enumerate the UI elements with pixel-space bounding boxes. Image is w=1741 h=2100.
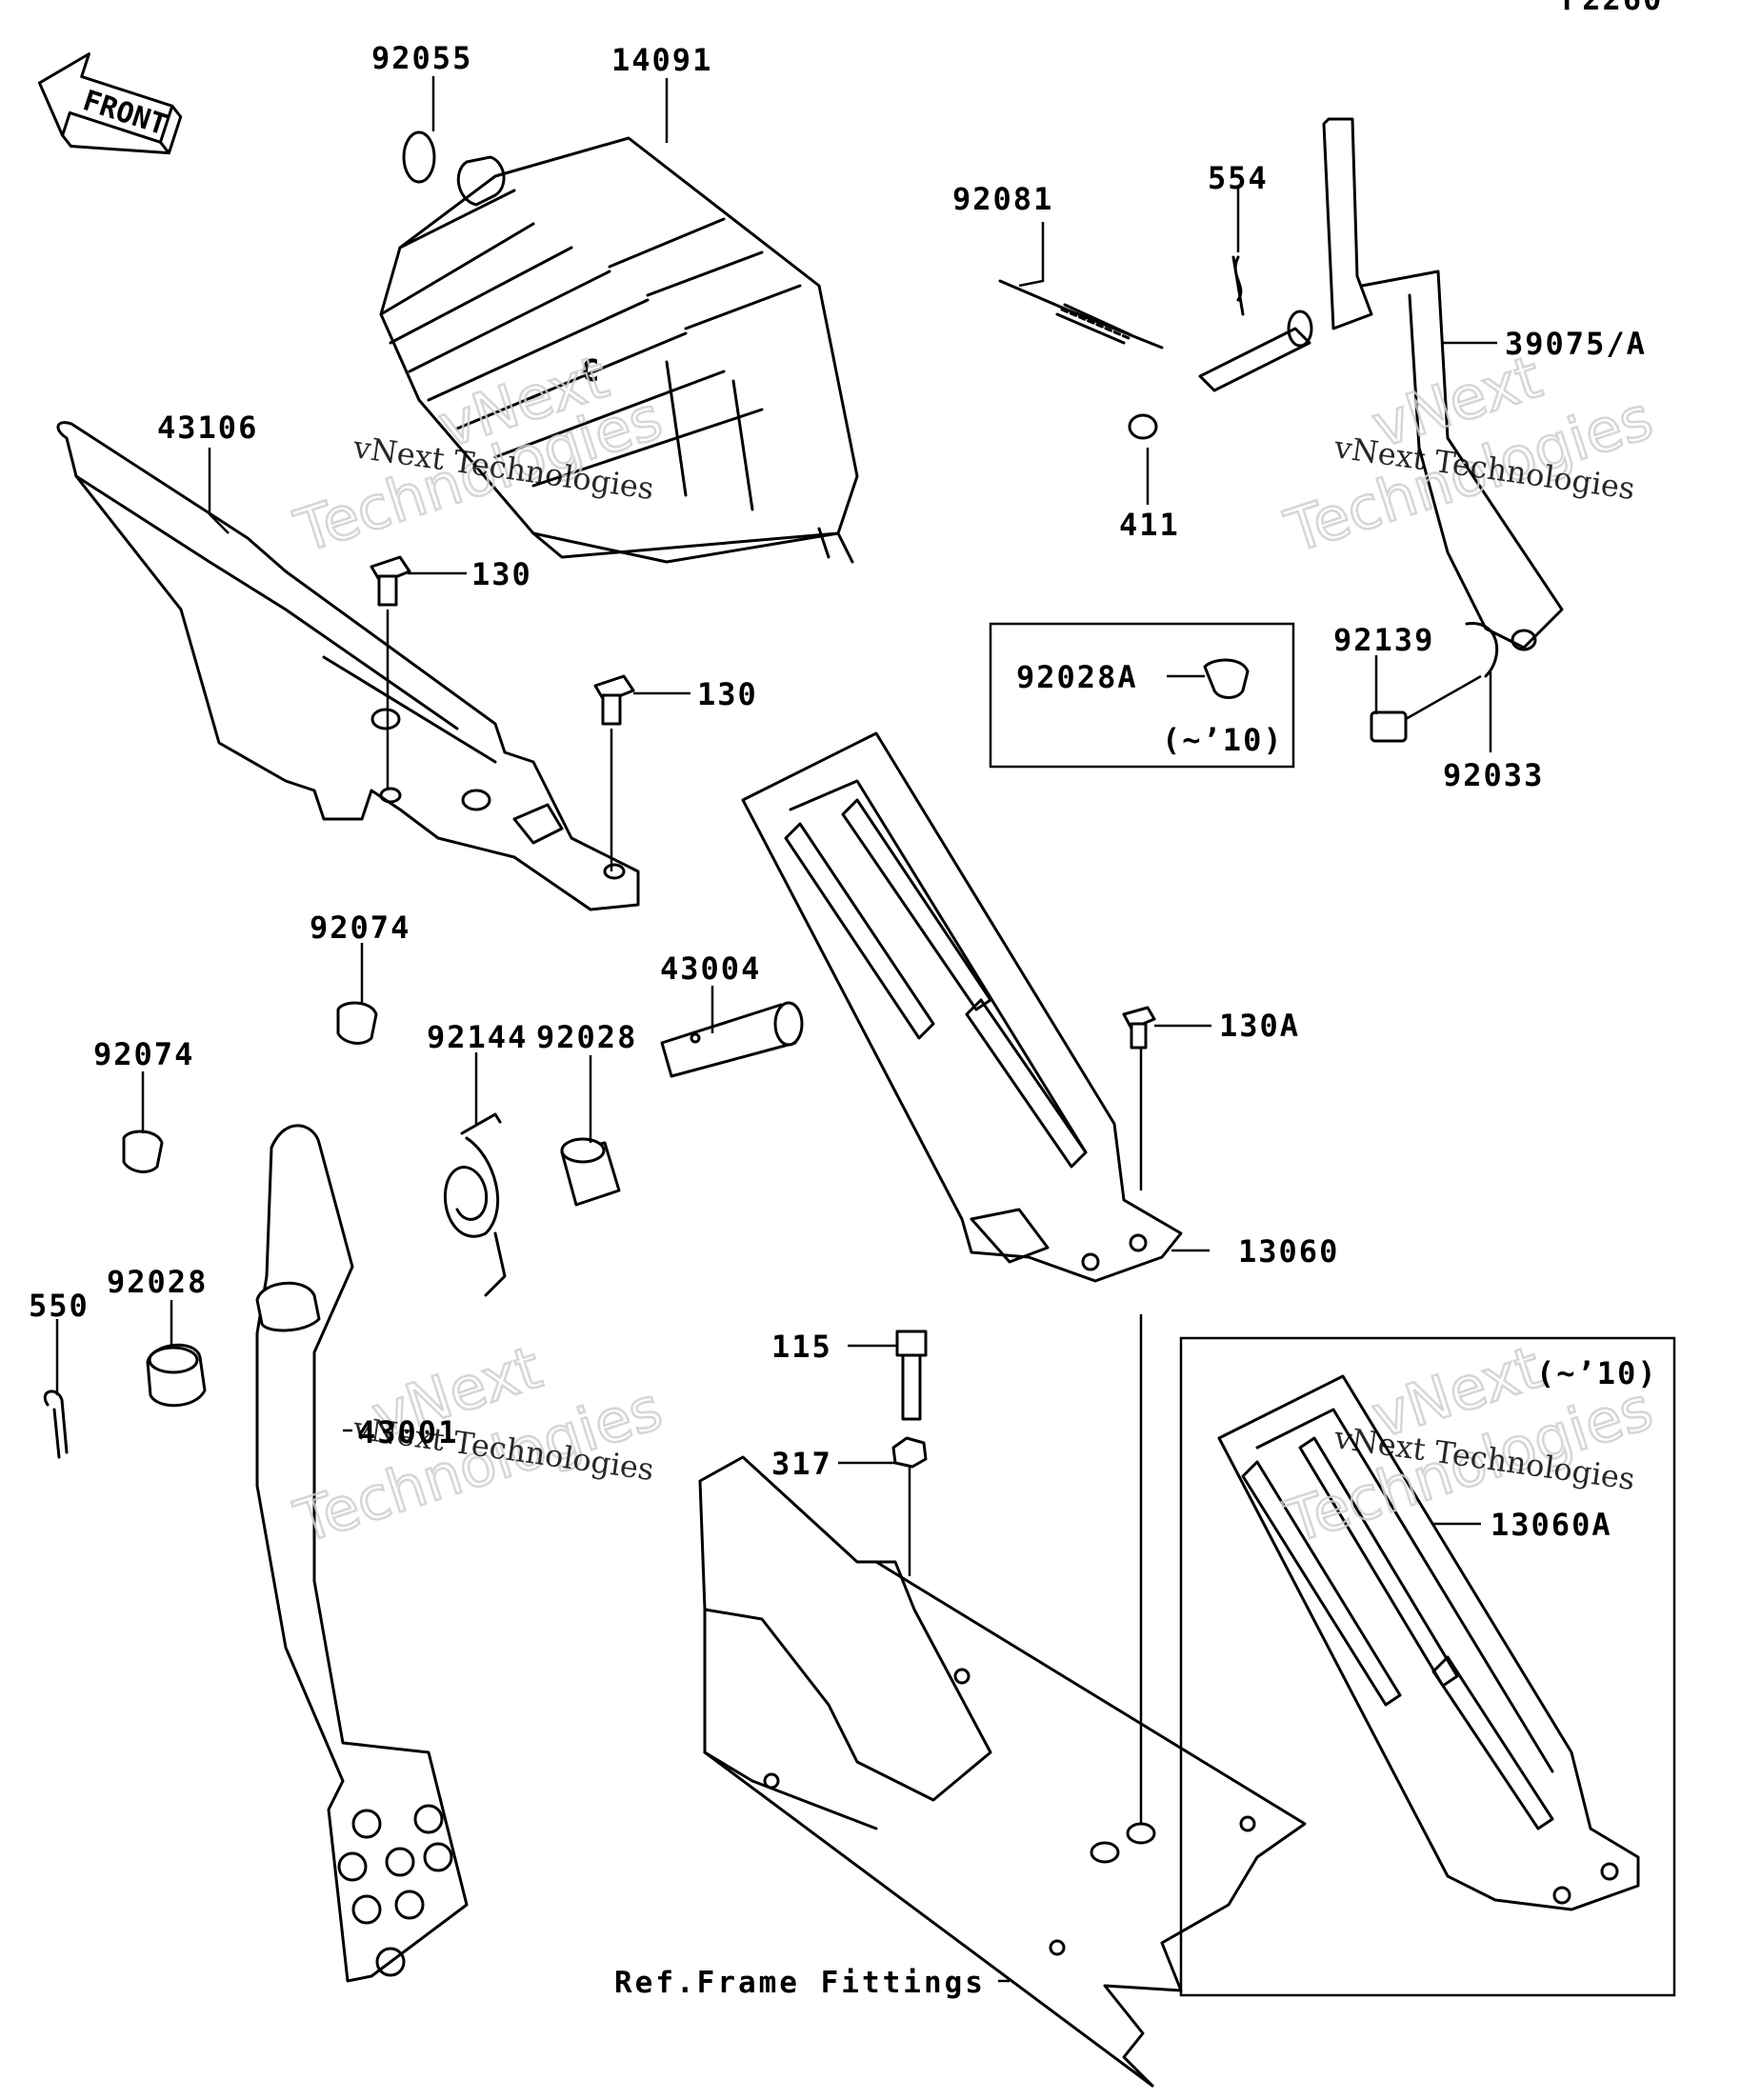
spring-rod-part — [998, 279, 1164, 350]
brake-pedal-part — [255, 1124, 469, 1983]
label-43001: 43001 — [357, 1414, 458, 1450]
frame-fittings-bracket — [698, 1314, 1307, 2088]
accelerator-pedal-13060A-part — [1217, 1374, 1640, 1911]
label-92081: 92081 — [952, 181, 1053, 217]
bolt-130A-part — [1122, 1006, 1156, 1190]
label-92033: 92033 — [1443, 757, 1544, 793]
inset-note-2: (~’10) — [1536, 1355, 1658, 1391]
label-43106: 43106 — [157, 410, 258, 446]
cap-92074-second-part — [122, 1130, 164, 1173]
inset-note-1: (~’10) — [1162, 722, 1284, 758]
label-13060: 13060 — [1238, 1233, 1339, 1270]
clip-pin-part — [1231, 255, 1245, 316]
inset-box-13060A — [1179, 1336, 1676, 1997]
ref-frame-fittings-label: Ref.Frame Fittings — [614, 1966, 986, 2000]
bolt-130-part — [370, 555, 411, 607]
cotter-pin-part — [43, 1390, 69, 1459]
label-92055: 92055 — [371, 40, 472, 76]
label-13060A: 13060A — [1491, 1507, 1612, 1543]
bushing-92139-part — [1370, 674, 1482, 743]
label-317: 317 — [771, 1446, 832, 1482]
label-554: 554 — [1208, 160, 1269, 196]
diagram-code: F2260 — [1562, 0, 1663, 17]
label-43004: 43004 — [660, 950, 761, 987]
label-92139: 92139 — [1333, 622, 1434, 658]
bolt-130-second-part — [593, 674, 635, 726]
part-labels: 92055 14091 92081 554 39075/A 43106 411 … — [29, 40, 1658, 2000]
collar-92028-part — [560, 1137, 621, 1207]
pivot-pin-part — [660, 1001, 804, 1078]
label-92028A: 92028A — [1016, 659, 1138, 695]
label-92028-lower: 92028 — [107, 1264, 208, 1300]
nut-317-part — [891, 1436, 928, 1469]
label-411: 411 — [1119, 507, 1180, 543]
label-115: 115 — [771, 1329, 832, 1365]
throttle-lever-part — [56, 421, 640, 911]
label-92074-upper: 92074 — [310, 910, 410, 946]
torsion-spring-part — [443, 1112, 507, 1297]
pedal-cover-boot-part: C — [379, 136, 859, 564]
o-ring-part — [402, 130, 436, 184]
boot-mark: C — [581, 352, 601, 389]
bolt-115-part — [895, 1330, 928, 1421]
label-14091: 14091 — [611, 42, 712, 78]
washer-part — [1128, 413, 1158, 440]
shaft-lever-part — [1198, 117, 1564, 651]
leader-lines — [55, 76, 1497, 1983]
label-130-upper: 130 — [471, 556, 532, 592]
collar-92028-second-part — [146, 1343, 207, 1408]
label-92028-upper: 92028 — [536, 1019, 637, 1055]
watermark: vNext Technologies vNext Technologies vN… — [286, 341, 1662, 1558]
label-550: 550 — [29, 1288, 90, 1324]
front-arrow-icon: FRONT — [37, 52, 183, 155]
label-92074-lower: 92074 — [93, 1036, 194, 1072]
label-92144: 92144 — [427, 1019, 528, 1055]
accelerator-pedal-part — [741, 731, 1183, 1283]
collar-92028A-part — [1203, 658, 1250, 699]
cap-92074-part — [336, 1001, 378, 1045]
label-39075a: 39075/A — [1505, 326, 1647, 362]
label-130A: 130A — [1219, 1008, 1300, 1044]
circlip-part — [1465, 622, 1499, 678]
label-130-lower: 130 — [697, 676, 758, 712]
inset-box-92028A — [989, 622, 1295, 769]
